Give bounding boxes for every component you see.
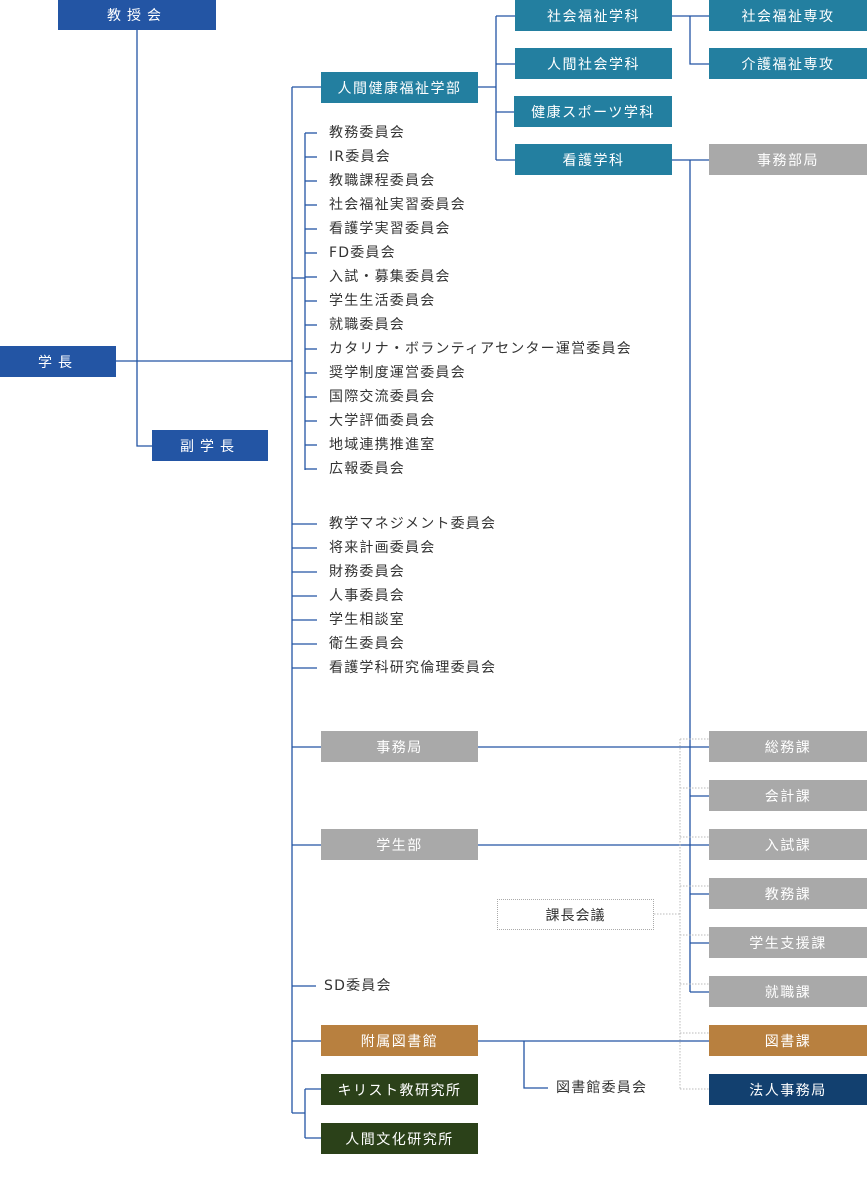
- university-committee-item: 教学マネジメント委員会: [329, 516, 497, 532]
- admin-office-box: 事務局: [321, 731, 478, 762]
- section-box: 教務課: [709, 878, 867, 909]
- section-box: 学生支援課: [709, 927, 867, 958]
- professors-council-box: 教授会: [58, 0, 216, 30]
- department-box: 看護学科: [515, 144, 672, 175]
- committee-item: 入試・募集委員会: [329, 269, 451, 285]
- culture-institute-box: 人間文化研究所: [321, 1123, 478, 1154]
- committee-item: 学生生活委員会: [329, 293, 436, 309]
- library-committee: 図書館委員会: [556, 1080, 648, 1096]
- nursing-office-box: 事務部局: [709, 144, 867, 175]
- section-box: 就職課: [709, 976, 867, 1007]
- committee-item: 地域連携推進室: [329, 437, 436, 453]
- major-box: 社会福祉専攻: [709, 0, 867, 31]
- library-section-box: 図書課: [709, 1025, 867, 1056]
- committee-item: 看護学実習委員会: [329, 221, 451, 237]
- library-box: 附属図書館: [321, 1025, 478, 1056]
- department-box: 社会福祉学科: [515, 0, 672, 31]
- committee-item: FD委員会: [329, 245, 396, 261]
- committee-item: 大学評価委員会: [329, 413, 436, 429]
- christian-institute-box: キリスト教研究所: [321, 1074, 478, 1105]
- sd-committee: SD委員会: [324, 978, 392, 994]
- section-box: 会計課: [709, 780, 867, 811]
- department-box: 健康スポーツ学科: [514, 96, 672, 127]
- president-box: 学長: [0, 346, 116, 377]
- university-committee-item: 学生相談室: [329, 612, 405, 628]
- section-chiefs-meeting-box: 課長会議: [497, 899, 654, 930]
- university-committee-item: 看護学科研究倫理委員会: [329, 660, 497, 676]
- committee-item: 就職委員会: [329, 317, 405, 333]
- department-box: 人間社会学科: [515, 48, 672, 79]
- university-committee-item: 将来計画委員会: [329, 540, 436, 556]
- university-committee-item: 人事委員会: [329, 588, 405, 604]
- committee-item: 社会福祉実習委員会: [329, 197, 466, 213]
- vice-president-box: 副学長: [152, 430, 268, 461]
- section-box: 入試課: [709, 829, 867, 860]
- student-affairs-box: 学生部: [321, 829, 478, 860]
- corporate-office-box: 法人事務局: [709, 1074, 867, 1105]
- university-committee-item: 衛生委員会: [329, 636, 405, 652]
- committee-item: 国際交流委員会: [329, 389, 436, 405]
- committee-item: カタリナ・ボランティアセンター運営委員会: [329, 341, 632, 357]
- committee-item: 広報委員会: [329, 461, 405, 477]
- section-box: 総務課: [709, 731, 867, 762]
- faculty-box: 人間健康福祉学部: [321, 72, 478, 103]
- major-box: 介護福祉専攻: [709, 48, 867, 79]
- committee-item: 教務委員会: [329, 125, 405, 141]
- committee-item: IR委員会: [329, 149, 391, 165]
- committee-item: 奨学制度運営委員会: [329, 365, 466, 381]
- university-committee-item: 財務委員会: [329, 564, 405, 580]
- committee-item: 教職課程委員会: [329, 173, 436, 189]
